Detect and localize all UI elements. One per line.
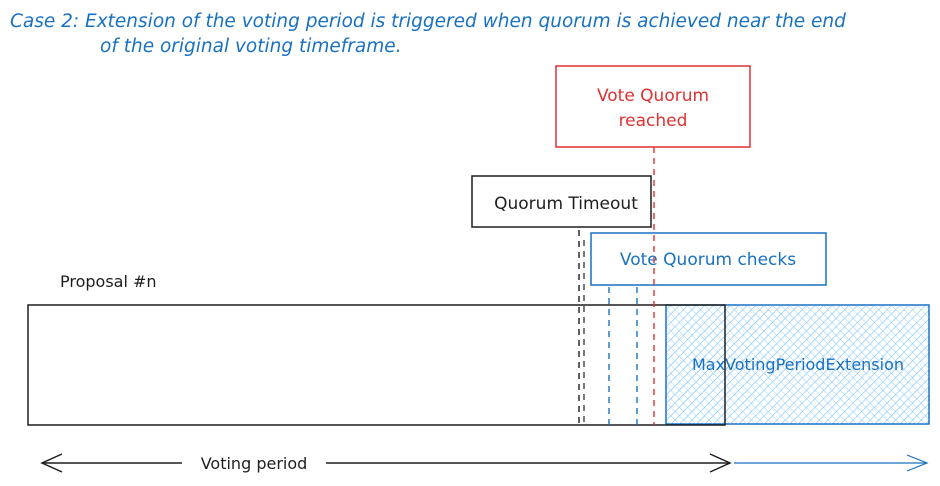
caption-line-2: of the original voting timeframe. (100, 36, 402, 57)
quorum-timeout-label: Quorum Timeout (494, 194, 638, 214)
caption-line-1: Case 2: Extension of the voting period i… (10, 11, 846, 32)
voting-period-label: Voting period (201, 454, 308, 473)
vote-quorum-reached-box: Vote Quorum reached (555, 65, 751, 148)
vote-quorum-reached-label-2: reached (619, 111, 688, 131)
quorum-timeout-box: Quorum Timeout (471, 175, 652, 228)
proposal-box (27, 304, 726, 426)
vote-quorum-checks-label: Vote Quorum checks (620, 250, 796, 270)
proposal-label: Proposal #n (60, 272, 157, 291)
max-extension-area (665, 304, 930, 425)
max-extension-label: MaxVotingPeriodExtension (692, 355, 904, 374)
voting-period-arrow: Voting period (40, 453, 732, 473)
extension-arrow (734, 454, 929, 472)
vote-quorum-reached-label-1: Vote Quorum (597, 86, 709, 106)
vote-quorum-checks-box: Vote Quorum checks (590, 232, 827, 286)
